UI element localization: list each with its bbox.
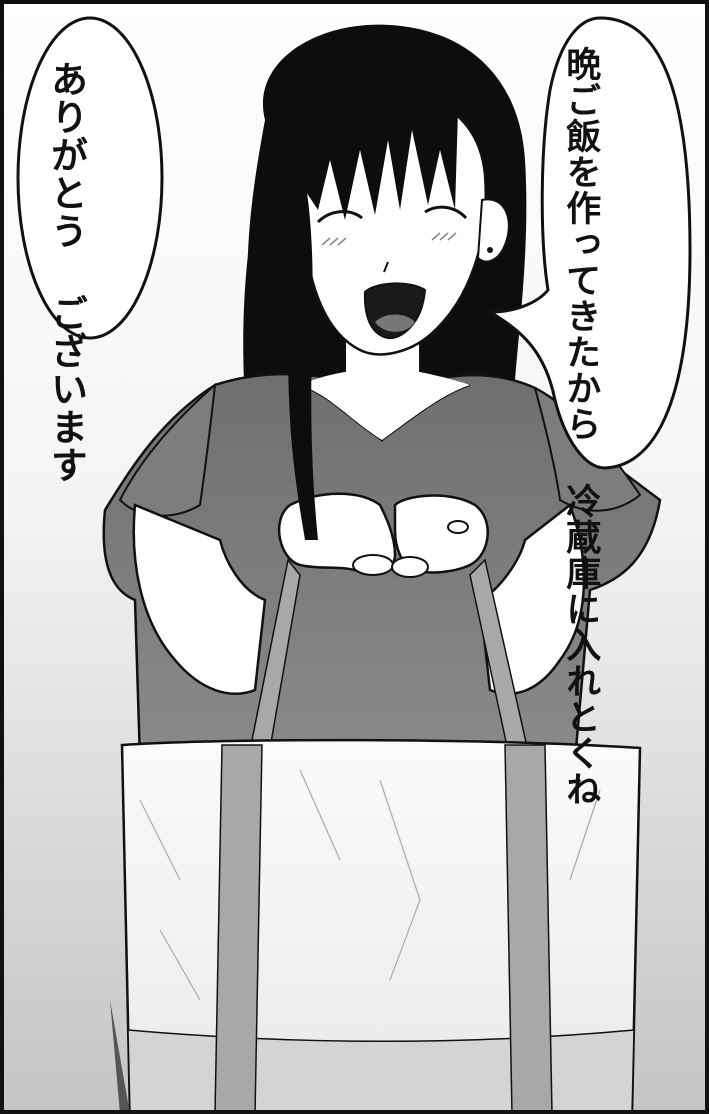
hair-bangs bbox=[295, 55, 495, 220]
tongue bbox=[375, 314, 415, 332]
speech-right-line-2: 冷蔵庫に入れとくね bbox=[560, 483, 601, 807]
ear bbox=[476, 198, 510, 263]
earring bbox=[487, 247, 493, 253]
eye-right bbox=[424, 205, 468, 220]
eye-left bbox=[316, 210, 363, 224]
speech-bubble-left-shape bbox=[16, 16, 164, 340]
blush bbox=[321, 232, 457, 246]
speech-right-line-1: 晩ご飯を作ってきたから bbox=[560, 46, 601, 442]
nose bbox=[383, 261, 389, 273]
skirt bbox=[110, 1000, 130, 1114]
hair-front-strand bbox=[288, 180, 318, 540]
bag-strap-front-right bbox=[504, 744, 553, 1114]
thumb-left bbox=[352, 554, 394, 576]
speech-bubble-right-shape bbox=[484, 16, 692, 470]
arm-left bbox=[132, 503, 267, 695]
chest-skin bbox=[300, 372, 470, 440]
bag-creases bbox=[139, 769, 601, 1001]
speech-bubble-right: 晩ご飯を作ってきたから 冷蔵庫に入れとくね bbox=[560, 46, 600, 807]
speech-left-line-2: ございます bbox=[44, 294, 88, 484]
bag-strap-front-left bbox=[214, 744, 263, 1114]
arm-right bbox=[478, 502, 586, 695]
speech-left-line-1: ありがとう bbox=[44, 60, 88, 250]
thumb-right bbox=[391, 556, 429, 578]
speech-bubble-left: ありがとう ございます bbox=[44, 60, 88, 484]
ring bbox=[447, 520, 469, 534]
tote-bag-bottom bbox=[127, 1029, 635, 1114]
